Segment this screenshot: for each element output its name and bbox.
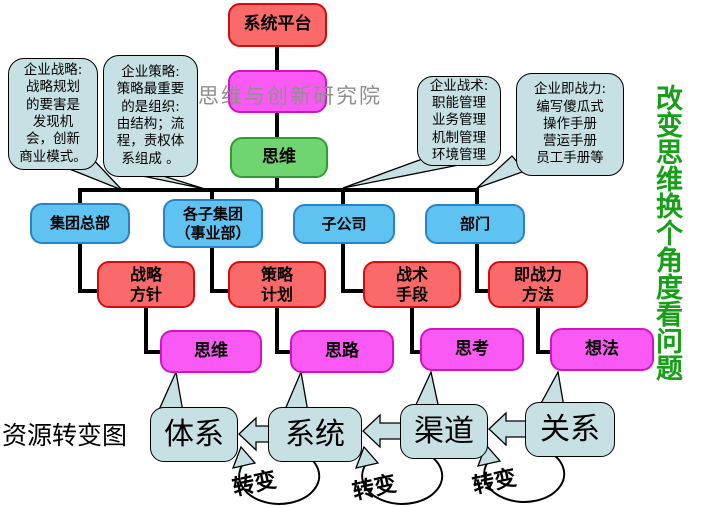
vertical-slogan: 改变思维换个角度看问题 xyxy=(651,84,682,381)
callout-manuals: 企业即战力: 编写傻瓜式 操作手册 营运手册 员工手册等 xyxy=(516,73,624,176)
thought-tail-1 xyxy=(156,369,184,413)
transform-arc-1 xyxy=(238,451,321,505)
connector-lines xyxy=(78,46,550,354)
transform-arc-2 xyxy=(361,451,444,505)
system-platform-box: 系统平台 xyxy=(228,3,327,47)
strategy-box-tactics: 战术 手段 xyxy=(363,261,461,308)
resource-box-system2: 系统 xyxy=(268,407,362,462)
transform-arrowhead-2 xyxy=(354,445,380,469)
transform-arrowhead-1 xyxy=(231,445,257,469)
flow-arrows xyxy=(238,411,527,452)
mind-box: 思维 xyxy=(230,137,328,178)
strategy-box-policy: 战略 方针 xyxy=(97,261,195,308)
callout-strategy: 企业战略: 战略规划 的要害是 发现机 会，创新 商业模式。 xyxy=(8,58,98,170)
thinking-box-idea: 想法 xyxy=(550,328,654,371)
strategy-box-readiness: 即战力 方法 xyxy=(488,261,588,308)
diagram-title: 资源转变图 xyxy=(2,421,128,450)
org-box-subgroups: 各子集团 （事业部） xyxy=(163,199,263,248)
transform-arcs xyxy=(238,449,566,505)
resource-box-relation: 关系 xyxy=(525,402,615,457)
org-box-headquarters: 集团总部 xyxy=(30,203,130,244)
callout-tactics-org: 企业策略: 策略最重要 的是组织: 由结构；流 程，责权体 系组成 。 xyxy=(103,55,198,177)
strategy-box-plan: 策略 计划 xyxy=(228,261,326,308)
org-box-department: 部门 xyxy=(425,204,525,244)
org-box-subsidiary: 子公司 xyxy=(293,204,395,244)
watermark-text: 思维与创新研究院 xyxy=(198,84,382,108)
empty-node-box xyxy=(228,70,327,113)
thought-tails xyxy=(156,369,565,413)
flow-arrow-left-3 xyxy=(488,411,527,447)
transform-arc-3 xyxy=(483,449,566,503)
resource-box-channel: 渠道 xyxy=(400,404,488,459)
resource-box-system1: 体系 xyxy=(150,407,238,462)
thinking-box-mind: 思维 xyxy=(160,330,262,373)
thinking-box-think: 思考 xyxy=(420,328,524,371)
callout-management: 企业战术: 职能管理 业务管理 机制管理 环境管理 xyxy=(417,76,501,166)
thought-tail-2 xyxy=(283,369,309,413)
thinking-box-approach: 思路 xyxy=(290,330,394,373)
flow-arrow-left-2 xyxy=(362,413,402,449)
